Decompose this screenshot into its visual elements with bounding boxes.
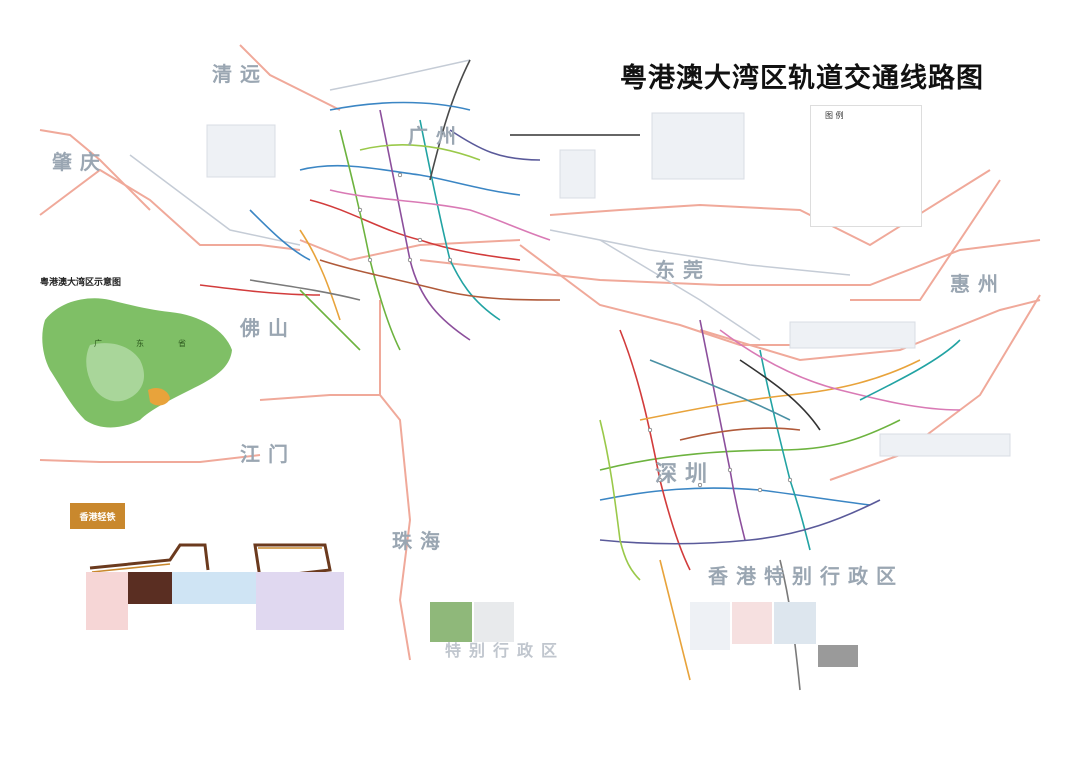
inset-title: 粤港澳大湾区示意图 — [40, 278, 122, 288]
city-label-macao: 特别行政区 — [445, 641, 566, 660]
auxiliary-lines — [129, 59, 851, 341]
city-label-shenzhen: 深圳 — [655, 462, 716, 487]
legend-panel — [810, 105, 922, 227]
inset-label-1: 广 — [94, 339, 102, 348]
guangzhou-metro — [199, 59, 640, 351]
shenzhen-metro — [599, 319, 961, 691]
mini-panels — [206, 112, 1011, 457]
city-label-dongguan: 东莞 — [655, 258, 711, 282]
city-label-hongkong: 香港特别行政区 — [708, 564, 904, 588]
legend-title: 图 例 — [825, 111, 844, 120]
city-label-zhaoqing: 肇庆 — [52, 150, 108, 174]
station-dots — [357, 172, 793, 493]
city-label-guangzhou: 广州 — [408, 124, 464, 148]
hk-light-rail-lines — [89, 543, 332, 580]
city-label-huizhou: 惠州 — [950, 272, 1006, 296]
city-label-jiangmen: 江门 — [240, 442, 296, 466]
inset-label-3: 省 — [178, 339, 186, 348]
city-label-zhuhai: 珠海 — [392, 529, 448, 553]
intercity-lines — [39, 44, 1041, 661]
hk-light-rail-title: 香港轻铁 — [70, 503, 125, 529]
color-blocks — [86, 572, 858, 667]
page-title: 粤港澳大湾区轨道交通线路图 — [620, 63, 984, 94]
city-label-foshan: 佛山 — [240, 316, 296, 340]
inset-region-map — [42, 298, 233, 428]
city-label-qingyuan: 清远 — [212, 62, 268, 86]
inset-label-2: 东 — [136, 339, 144, 348]
